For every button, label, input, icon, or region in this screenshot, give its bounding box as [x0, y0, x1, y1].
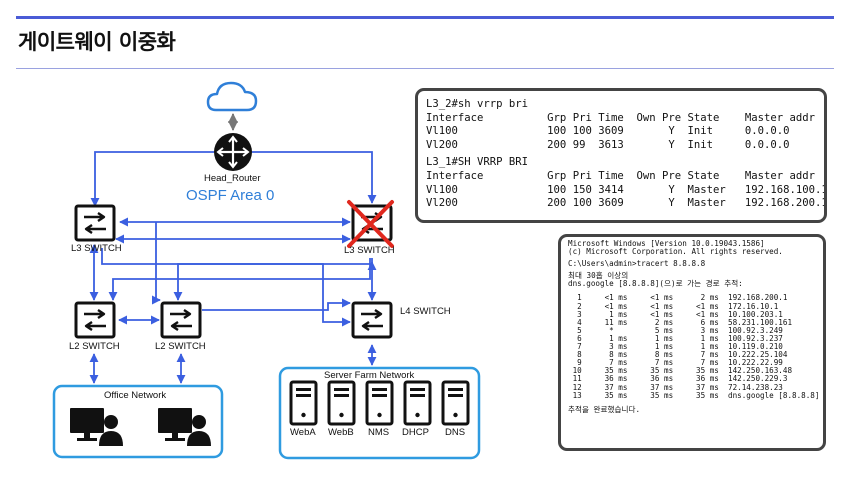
- cmd-banner: (c) Microsoft Corporation. All rights re…: [568, 247, 783, 257]
- server-dhcp-label: DHCP: [402, 427, 429, 438]
- area-label: OSPF Area 0: [186, 187, 275, 204]
- server-nms-label: NMS: [368, 427, 390, 438]
- vrrp-l3-2-prompt: L3_2#sh vrrp bri: [426, 98, 529, 110]
- l2-right-label: L2 SWITCH: [155, 341, 206, 352]
- tracert-hop-row: 8 8 ms 8 ms 7 ms 10.222.25.104: [568, 350, 788, 360]
- office-network-label: Office Network: [104, 390, 167, 401]
- server-weba-icon: [289, 380, 318, 426]
- router-icon: [214, 133, 252, 171]
- tracert-hop-row: 7 3 ms 1 ms 1 ms 10.119.0.210: [568, 342, 783, 352]
- router-label: Head_Router: [204, 173, 261, 184]
- l3-left-label: L3 SWITCH: [71, 243, 122, 254]
- tracert-hop-list: 1 <1 ms <1 ms 2 ms 192.168.200.1 2 <1 ms…: [568, 294, 823, 399]
- tracert-hop-row: 10 35 ms 35 ms 35 ms 142.250.163.48: [568, 366, 793, 376]
- tracert-hop-row: 4 11 ms 2 ms 6 ms 58.231.100.161: [568, 317, 793, 327]
- tracert-hop-row: 3 1 ms <1 ms <1 ms 10.100.203.1: [568, 309, 783, 319]
- failure-cross-icon: [347, 200, 394, 248]
- cmd-header: 최대 30홉 이상의: [568, 271, 629, 281]
- link-l2right-l4: [202, 298, 351, 311]
- title-divider: [16, 68, 834, 69]
- title-accent-bar: [16, 16, 834, 19]
- tracert-terminal: Microsoft Windows [Version 10.0.19043.15…: [558, 234, 826, 451]
- cloud-icon: [206, 81, 258, 112]
- vrrp-l3-2-row: Vl200 200 99 3613 Y Init 0.0.0.0: [426, 138, 790, 151]
- link-router-l3right: [252, 151, 377, 204]
- vrrp-l3-1-row: Vl100 100 150 3414 Y Master 192.168.100.…: [426, 183, 827, 196]
- server-nms-icon: [365, 380, 394, 426]
- l4-switch-icon: [351, 301, 393, 339]
- tracert-hop-row: 2 <1 ms <1 ms <1 ms 172.16.10.1: [568, 301, 779, 311]
- tracert-hop-row: 1 <1 ms <1 ms 2 ms 192.168.200.1: [568, 293, 788, 303]
- link-l3left-l2right: [151, 222, 161, 305]
- cmd-header: dns.google [8.8.8.8](으)로 가는 경로 추적:: [568, 279, 743, 289]
- l2-switch-right-icon: [160, 301, 202, 339]
- tracert-hop-row: 5 * 5 ms 3 ms 100.92.3.249: [568, 325, 783, 335]
- vrrp-l3-1-header: Interface Grp Pri Time Own Pre State Mas…: [426, 169, 816, 182]
- vrrp-l3-2-header: Interface Grp Pri Time Own Pre State Mas…: [426, 111, 816, 124]
- cmd-command: C:\Users\admin>tracert 8.8.8.8: [568, 259, 706, 269]
- server-webb-label: WebB: [328, 427, 354, 438]
- vrrp-terminal: L3_2#sh vrrp bri Interface Grp Pri Time …: [415, 88, 827, 223]
- tracert-hop-row: 9 7 ms 7 ms 7 ms 10.222.22.99: [568, 358, 783, 368]
- server-dhcp-icon: [403, 380, 432, 426]
- l3-right-label: L3 SWITCH: [344, 245, 395, 256]
- l2-switch-left-icon: [74, 301, 116, 339]
- server-farm-label: Server Farm Network: [324, 370, 415, 381]
- page-title: 게이트웨이 이중화: [18, 30, 176, 54]
- link-router-l3left: [90, 151, 214, 207]
- vrrp-l3-1-prompt: L3_1#SH VRRP BRI: [426, 156, 529, 169]
- server-dns-icon: [441, 380, 470, 426]
- vrrp-l3-1-row: Vl200 200 100 3609 Y Master 192.168.200.…: [426, 197, 827, 210]
- l3-switch-left-icon: [74, 204, 116, 242]
- server-webb-icon: [327, 380, 356, 426]
- cmd-footer: 추적을 완료했습니다.: [568, 404, 641, 414]
- tracert-hop-row: 12 37 ms 37 ms 37 ms 72.14.238.23: [568, 382, 783, 392]
- cmd-banner: Microsoft Windows [Version 10.0.19043.15…: [568, 239, 765, 248]
- tracert-hop-row: 6 1 ms 1 ms 1 ms 100.92.3.237: [568, 333, 783, 343]
- link-l3right-l2right: [173, 258, 373, 301]
- server-weba-label: WebA: [290, 427, 316, 438]
- vrrp-l3-2-row: Vl100 100 100 3609 Y Init 0.0.0.0: [426, 125, 790, 138]
- tracert-hop-row: 11 36 ms 36 ms 36 ms 142.250.229.3: [568, 374, 788, 384]
- l4-label: L4 SWITCH: [400, 306, 451, 317]
- l2-left-label: L2 SWITCH: [69, 341, 120, 352]
- server-dns-label: DNS: [445, 427, 466, 438]
- tracert-hop-row: 13 35 ms 35 ms 35 ms dns.google [8.8.8.8…: [568, 390, 820, 400]
